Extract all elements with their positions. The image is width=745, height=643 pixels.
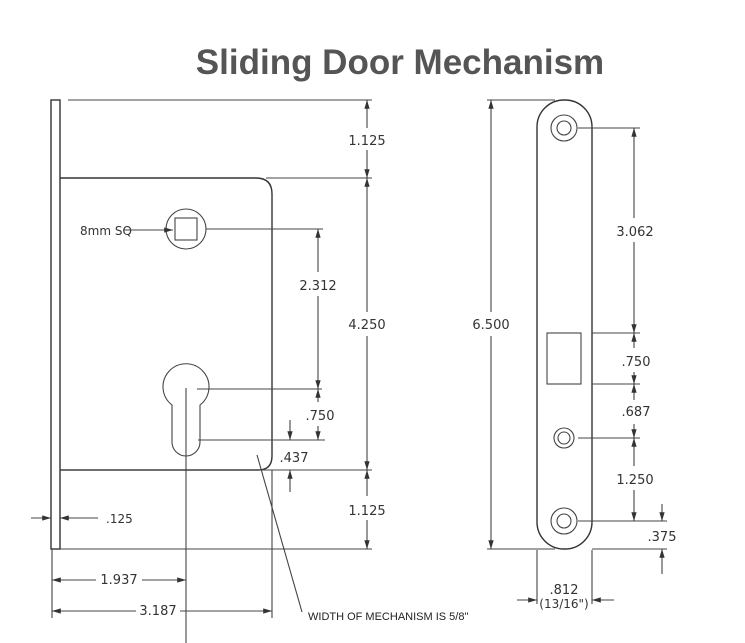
dim-plate-thickness: .125 (106, 512, 133, 526)
page-title: Sliding Door Mechanism (196, 43, 604, 82)
dim-hole-to-end: .375 (648, 530, 677, 545)
face-plate-edge (50, 99, 61, 550)
dim-top-hole-to-latch: 3.062 (616, 225, 653, 240)
latch-opening (546, 332, 582, 385)
dim-latch-height: .750 (622, 355, 651, 370)
dim-body-height: 4.250 (348, 318, 385, 333)
note-leader (256, 454, 303, 613)
side-view: 1.125 4.250 1.125 8mm SQ 2.312 .750 .437… (31, 99, 468, 643)
screw-hole-bottom (550, 507, 578, 535)
dim-bottom-offset: 1.125 (348, 504, 385, 519)
dim-backset: 1.937 (100, 573, 137, 588)
dim-spindle-to-cylinder: 2.312 (299, 279, 336, 294)
dim-total-depth: 3.187 (139, 604, 176, 619)
spindle-square (174, 217, 198, 241)
screw-hole-top (550, 114, 578, 142)
dim-top-offset: 1.125 (348, 134, 385, 149)
face-view: 6.500 3.062 .750 .687 1.250 .375 .812 (1… (472, 99, 677, 611)
cylinder-cutout (162, 363, 210, 457)
lock-body (60, 177, 273, 471)
face-plate (536, 99, 593, 550)
screw-hole-middle (553, 427, 575, 449)
dim-slot-to-bottom: .437 (280, 451, 309, 466)
dim-total-height: 6.500 (472, 318, 509, 333)
dim-width: .812 (550, 583, 579, 598)
spindle-label: 8mm SQ (80, 224, 132, 238)
dim-cylinder-slot: .750 (306, 409, 335, 424)
dim-width-fraction: (13/16") (539, 597, 588, 611)
width-note: WIDTH OF MECHANISM IS 5/8" (308, 611, 468, 623)
spindle-hub (165, 208, 207, 250)
dim-hole-to-hole: 1.250 (616, 473, 653, 488)
dim-latch-to-hole: .687 (622, 405, 651, 420)
